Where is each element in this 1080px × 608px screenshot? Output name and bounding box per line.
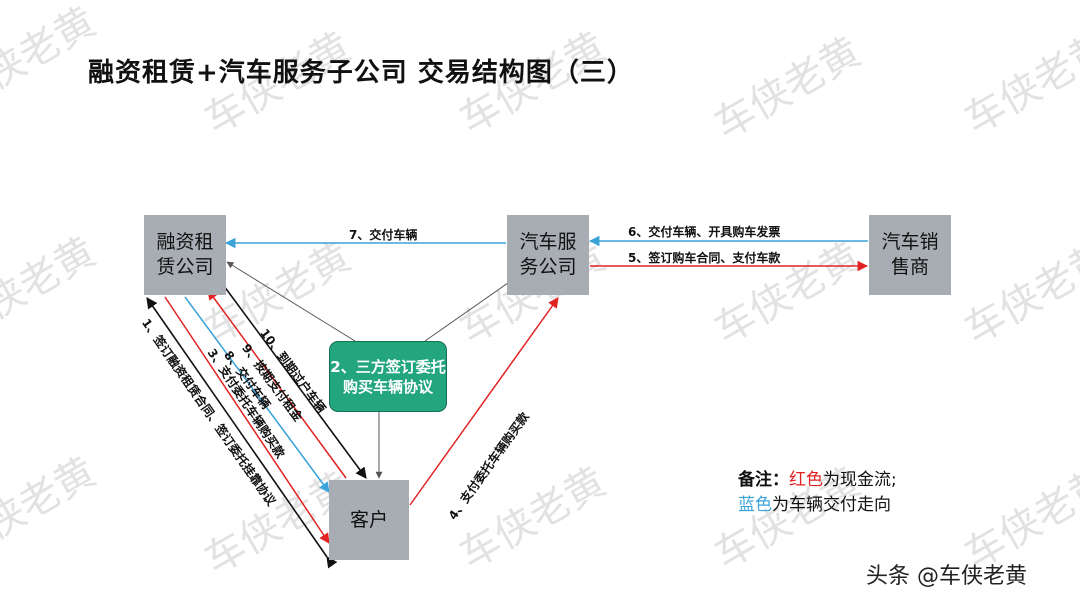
node-leasing-line1: 融资租 [156,231,214,253]
label-7: 7、交付车辆 [349,228,418,242]
legend-note: 备注：红色为现金流; 蓝色为车辆交付走向 [738,468,897,518]
node-car-dealer: 汽车销售商 [869,215,951,295]
agreement-line3: 辆协议 [388,377,434,396]
arrow-4 [409,297,559,506]
arrow-3 [164,296,330,544]
note-red-suffix: 为现金流; [823,470,897,490]
connector-to-service [424,275,519,342]
note-red: 红色 [789,470,823,490]
note-blue: 蓝色 [738,495,772,515]
arrow-9 [207,289,347,479]
arrow-1 [146,297,338,569]
node-service-company: 汽车服务公司 [507,215,589,295]
node-dealer-line1: 汽车销 [881,231,939,253]
node-leasing-company: 融资租赁公司 [144,215,226,295]
page-title: 融资租赁+汽车服务子公司 交易结构图（三） [88,58,634,88]
agreement-line2: 委托购买车 [342,357,446,396]
note-blue-suffix: 为车辆交付走向 [772,495,891,515]
label-5: 5、签订购车合同、支付车款 [628,251,781,265]
node-tripartite-agreement: 2、三方签订委托购买车辆协议 [329,341,447,412]
node-dealer-line2: 售商 [890,256,929,278]
arrow-8 [184,296,330,493]
node-service-line1: 汽车服 [519,231,577,253]
connector-to-leasing [226,261,356,342]
node-customer: 客户 [329,480,409,560]
arrow-10 [223,285,367,479]
node-leasing-line2: 赁公司 [156,256,214,278]
note-prefix: 备注： [738,470,789,490]
agreement-line1: 2、三方签订 [330,357,416,376]
node-service-line2: 务公司 [519,256,577,278]
node-customer-label: 客户 [349,508,388,531]
footer-attribution: 头条 @车侠老黄 [866,564,1027,589]
label-6: 6、交付车辆、开具购车发票 [628,225,781,239]
